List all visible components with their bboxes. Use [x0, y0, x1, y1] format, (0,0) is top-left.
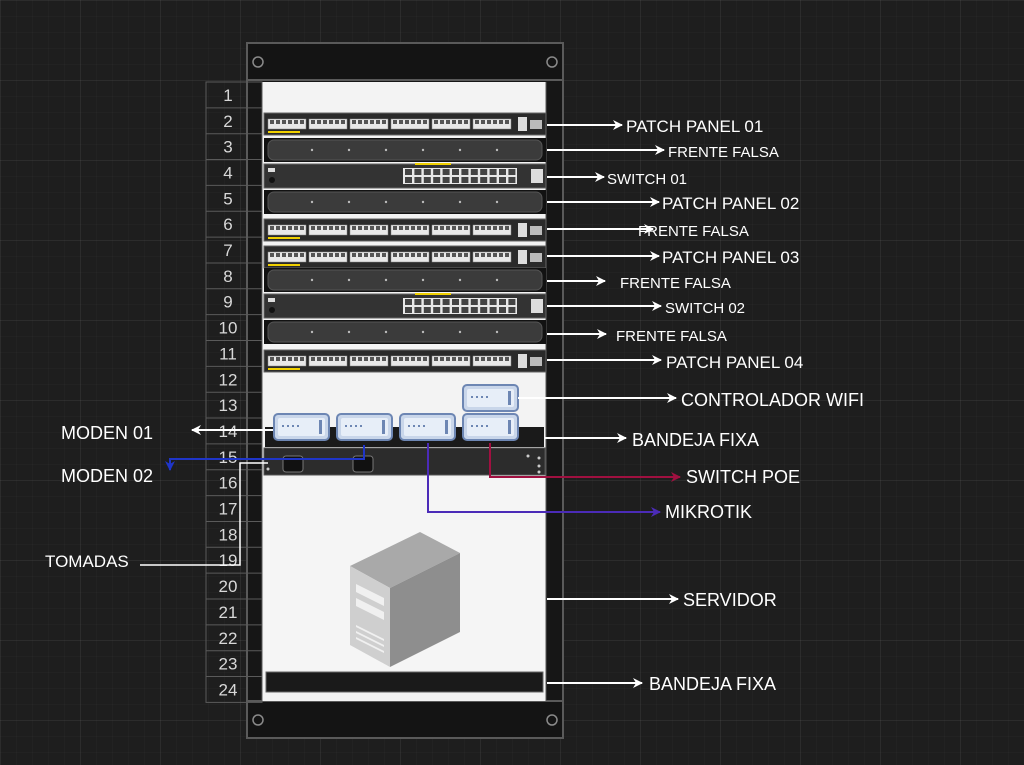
rack-unit-number: 17 — [219, 500, 238, 519]
rack-screw-icon — [252, 714, 264, 726]
rack-unit-number: 20 — [219, 577, 238, 596]
rack-unit-number: 5 — [223, 189, 232, 208]
false-front-panel — [264, 190, 546, 214]
rack-unit-number: 9 — [223, 293, 232, 312]
rack-unit-number: 13 — [219, 396, 238, 415]
label-patch-panel-02: PATCH PANEL 02 — [662, 194, 799, 213]
rack-unit-number: 22 — [219, 629, 238, 648]
modem-icon — [462, 413, 519, 441]
rack-unit-number: 12 — [219, 370, 238, 389]
label-moden-01: MODEN 01 — [61, 423, 153, 443]
label-switch-02: SWITCH 02 — [665, 300, 745, 317]
rack-unit-number: 16 — [219, 474, 238, 493]
false-front-panel — [264, 138, 546, 162]
label-frente-falsa-1: FRENTE FALSA — [668, 144, 779, 161]
rack-screw-icon — [252, 56, 264, 68]
label-patch-panel-04: PATCH PANEL 04 — [666, 353, 803, 372]
rack-unit-number: 6 — [223, 215, 232, 234]
label-switch-01: SWITCH 01 — [607, 171, 687, 188]
patch-panel-device — [263, 112, 547, 136]
connector-lines — [140, 120, 681, 688]
rack-unit-number: 18 — [219, 525, 238, 544]
false-front-panel — [264, 268, 546, 292]
label-tomadas: TOMADAS — [45, 552, 129, 571]
label-frente-falsa-4: FRENTE FALSA — [616, 328, 727, 345]
rack-unit-number: 2 — [223, 112, 232, 131]
label-bandeja-fixa-2: BANDEJA FIXA — [649, 674, 776, 694]
label-bandeja-fixa-1: BANDEJA FIXA — [632, 430, 759, 450]
rack-screw-icon — [546, 714, 558, 726]
patch-panel-device — [263, 218, 547, 242]
rack-unit-number: 10 — [219, 319, 238, 338]
rack-unit-number: 1 — [223, 86, 232, 105]
server-icon — [264, 478, 545, 693]
modem-icon — [336, 413, 393, 441]
rack-unit-number: 21 — [219, 603, 238, 622]
label-switch-poe: SWITCH POE — [686, 467, 800, 487]
labels: PATCH PANEL 01 FRENTE FALSA SWITCH 01 PA… — [45, 117, 864, 694]
rack-screw-icon — [546, 56, 558, 68]
false-front-panel — [264, 320, 546, 344]
modem-icon — [273, 413, 330, 441]
label-servidor: SERVIDOR — [683, 590, 777, 610]
patch-panel-device — [263, 349, 547, 373]
patch-panel-device — [263, 245, 547, 269]
switch-device — [263, 163, 547, 189]
rack-unit-number: 3 — [223, 138, 232, 157]
rack-unit-number: 8 — [223, 267, 232, 286]
rack-unit-number: 4 — [223, 163, 232, 182]
rack-unit-number: 15 — [219, 448, 238, 467]
modem-devices — [273, 384, 519, 441]
label-moden-02: MODEN 02 — [61, 466, 153, 486]
rack-unit-number: 19 — [219, 551, 238, 570]
rack-unit-number: 7 — [223, 241, 232, 260]
rack-unit-number: 24 — [219, 680, 238, 699]
rack-unit-number: 14 — [219, 422, 238, 441]
label-patch-panel-03: PATCH PANEL 03 — [662, 248, 799, 267]
switch-device — [263, 293, 547, 319]
rack-equipment — [263, 112, 547, 373]
label-mikrotik: MIKROTIK — [665, 502, 752, 522]
rack-unit-number: 23 — [219, 655, 238, 674]
rack-unit-number: 11 — [219, 344, 237, 363]
label-frente-falsa-2: FRENTE FALSA — [638, 223, 749, 240]
modem-icon — [399, 413, 456, 441]
label-frente-falsa-3: FRENTE FALSA — [620, 275, 731, 292]
power-strip — [263, 447, 546, 476]
modem-icon — [462, 384, 519, 412]
label-patch-panel-01: PATCH PANEL 01 — [626, 117, 763, 136]
label-controlador-wifi: CONTROLADOR WIFI — [681, 390, 864, 410]
